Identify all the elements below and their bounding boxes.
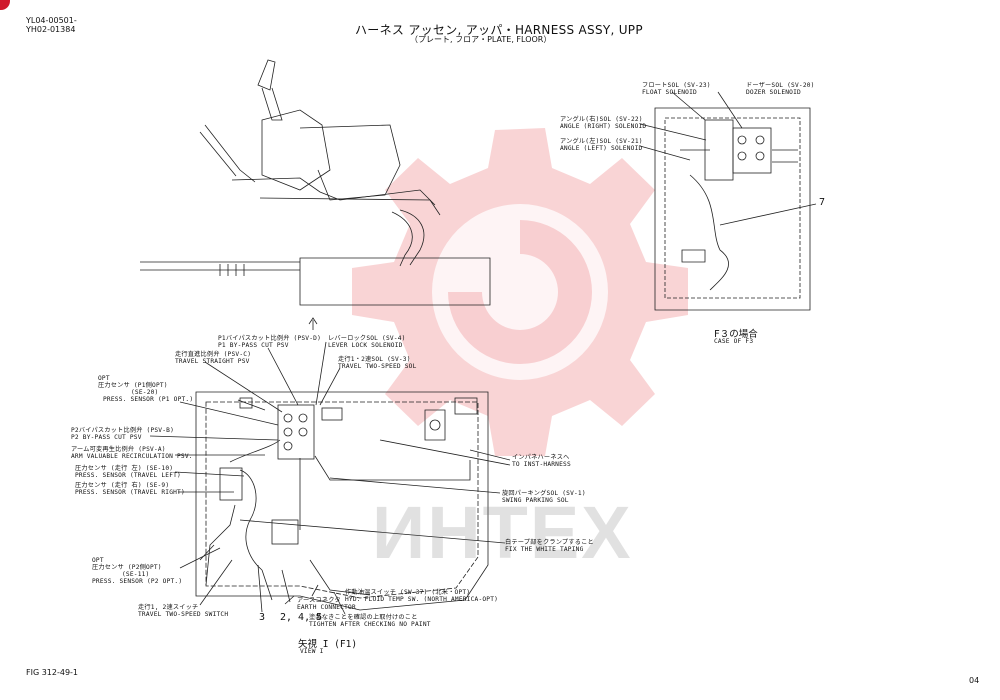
label-sensor-right-jp: 圧力センサ (走行 右) (SE-9) [75, 482, 170, 489]
label-angle-right-en: ANGLE (RIGHT) SOLENOID [560, 123, 647, 130]
ref-number-7: 7 [819, 197, 826, 208]
label-earth-connector-en: EARTH CONNECTOR [297, 604, 356, 611]
label-arm-recirc-jp: アーム可変再生比例弁 (PSV-A) [71, 446, 166, 453]
label-p1-sensor-opt: OPT [98, 375, 110, 382]
label-swing-parking-en: SWING PARKING SOL [502, 497, 569, 504]
label-angle-left-jp: アングル(左)SOL (SV-21) [560, 138, 643, 145]
doc-code-1: YL04-00501- [26, 16, 77, 25]
label-sensor-right-en: PRESS. SENSOR (TRAVEL RIGHT) [75, 489, 185, 496]
label-inst-harness-en: TO INST-HARNESS [512, 461, 571, 468]
case-f3-caption-jp: F３の場合 [714, 329, 758, 340]
label-tighten-en: TIGHTEN AFTER CHECKING NO PAINT [309, 621, 431, 628]
label-p1-bypass-en: P1 BY-PASS CUT PSV [218, 342, 289, 349]
label-float-sol-en: FLOAT SOLENOID [642, 89, 697, 96]
figure-number: FIG 312-49-1 [26, 668, 79, 677]
label-p2-sensor-opt: OPT [92, 557, 104, 564]
view-arrow [308, 317, 318, 330]
label-dozer-sol-jp: ドーザーSOL (SV-20) [746, 82, 815, 89]
label-angle-left-en: ANGLE (LEFT) SOLENOID [560, 145, 643, 152]
label-travel-two-speed-sol-en: TRAVEL TWO-SPEED SOL [338, 363, 417, 370]
watermark-gear-inner [448, 220, 592, 364]
label-p2-bypass-jp: P2バイパスカット比例弁 (PSV-B) [71, 427, 175, 434]
label-p1-sensor-jp: 圧力センサ (P1側OPT) [98, 382, 168, 389]
f3-diagram [639, 91, 817, 311]
label-travel-straight-en: TRAVEL STRAIGHT PSV [175, 358, 250, 365]
label-travel-switch-jp: 走行1, 2速スイッチ [138, 604, 199, 611]
watermark-text: ИНТЕХ [372, 491, 633, 574]
page-number: 04 [969, 676, 980, 685]
watermark-gear-hole [432, 204, 608, 380]
label-p1-bypass-jp: P1バイパスカット比例弁 (PSV-D) [218, 335, 322, 342]
ref-number-3: 3 [259, 612, 266, 623]
view-f1-caption-en: VIEW I [300, 648, 324, 655]
f1-diagram [149, 341, 511, 615]
label-travel-straight-jp: 走行直進比例弁 (PSV-C) [175, 351, 252, 358]
ref-number-2-4-5: 2, 4, 5 [280, 612, 323, 623]
label-arm-recirc-en: ARM VALUABLE RECIRCULATION PSV. [71, 453, 193, 460]
label-inst-harness-jp: インパネハーネスへ [512, 454, 570, 461]
label-tighten-jp: 塗装なきことを確認の上取付けのこと [309, 614, 418, 621]
case-f3-caption-en: CASE OF F3 [714, 338, 754, 345]
label-p2-sensor-jp: 圧力センサ (P2側OPT) [92, 564, 162, 571]
label-hyd-temp-jp: 作動油温スイッチ (SW-37) (北米・OPT) [345, 589, 471, 596]
page-title: ハーネス アッセン, アッパ・HARNESS ASSY, UPP [355, 23, 643, 37]
label-sensor-left-en: PRESS. SENSOR (TRAVEL LEFT) [75, 472, 181, 479]
label-p2-sensor-code: (SE-11) [122, 571, 150, 578]
label-sensor-left-jp: 圧力センサ (走行 左) (SE-10) [75, 465, 174, 472]
label-travel-two-speed-sol-jp: 走行1・2速SOL (SV-3) [338, 356, 411, 363]
label-angle-right-jp: アングル(右)SOL (SV-22) [560, 116, 643, 123]
label-hyd-temp-en: HYD. FLUID TEMP SW. (NORTH AMERICA-OPT) [345, 596, 499, 603]
corner-badge [0, 0, 10, 10]
doc-code-2: YH02-01384 [26, 25, 76, 34]
label-swing-parking-jp: 旋回パーキングSOL (SV-1) [502, 490, 586, 497]
label-p2-bypass-en: P2 BY-PASS CUT PSV [71, 434, 142, 441]
page-subtitle: （プレート, フロア・PLATE, FLOOR） [410, 35, 552, 44]
label-lever-lock-jp: レバーロックSOL (SV-4) [328, 335, 406, 342]
label-lever-lock-en: LEVER LOCK SOLENOID [328, 342, 403, 349]
label-earth-connector-jp: アースコネクタ [297, 597, 341, 604]
label-dozer-sol-en: DOZER SOLENOID [746, 89, 801, 96]
label-p1-sensor-code: (SE-20) [131, 389, 159, 396]
view-f1-caption-jp: 矢視 I (F1) [298, 639, 358, 650]
label-p1-sensor-en: PRESS. SENSOR (P1 OPT.) [103, 396, 194, 403]
label-white-taping-jp: 白テープ部をクランプすること [505, 539, 594, 546]
label-white-taping-en: FIX THE WHITE TAPING [505, 546, 584, 553]
label-travel-switch-en: TRAVEL TWO-SPEED SWITCH [138, 611, 229, 618]
upper-machine-sketch [140, 59, 491, 306]
label-float-sol-jp: フロートSOL (SV-23) [642, 82, 711, 89]
label-p2-sensor-en: PRESS. SENSOR (P2 OPT.) [92, 578, 183, 585]
